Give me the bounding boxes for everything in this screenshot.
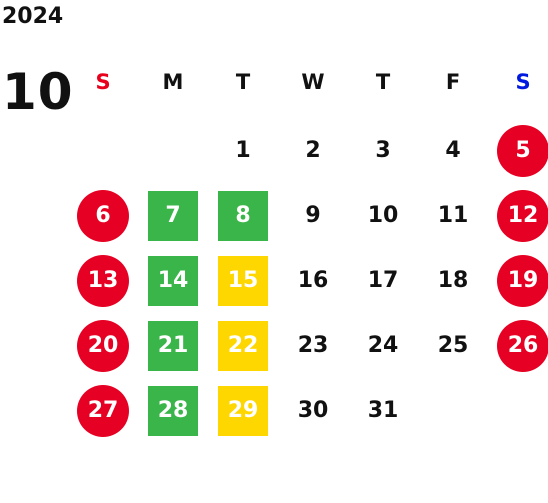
day-number: 25: [437, 332, 469, 358]
day-cell: 19: [488, 248, 548, 313]
day-number: 15: [218, 255, 268, 306]
day-cell: 7: [138, 183, 208, 248]
weekday-sun: S: [95, 70, 111, 94]
day-cell: 24: [348, 313, 418, 378]
calendar-year: 2024: [2, 4, 64, 29]
day-cell: 29: [208, 378, 278, 443]
day-cell: 11: [418, 183, 488, 248]
day-cell: 26: [488, 313, 548, 378]
weekday-sat: S: [515, 70, 531, 94]
day-number: 27: [77, 384, 129, 437]
day-number: 11: [437, 202, 469, 228]
day-number: 30: [297, 397, 329, 423]
weekday-wed: W: [301, 70, 325, 94]
weekday-tue: T: [235, 70, 251, 94]
day-number: 16: [297, 267, 329, 293]
day-number: 26: [497, 319, 548, 372]
day-cell: 27: [68, 378, 138, 443]
day-cell: 5: [488, 118, 548, 183]
calendar-month: 10: [2, 63, 74, 121]
day-number: 20: [77, 319, 129, 372]
day-number: 8: [218, 190, 268, 241]
day-cell: 25: [418, 313, 488, 378]
day-number: 1: [235, 137, 251, 163]
day-number: 13: [77, 254, 129, 307]
weekday-fri: F: [445, 70, 461, 94]
day-number: 22: [218, 320, 268, 371]
day-cell: 21: [138, 313, 208, 378]
day-cell: 6: [68, 183, 138, 248]
day-cell: 3: [348, 118, 418, 183]
day-cell: 12: [488, 183, 548, 248]
day-number: 12: [497, 189, 548, 242]
day-cell: 4: [418, 118, 488, 183]
day-number: 7: [148, 190, 198, 241]
day-cell: 28: [138, 378, 208, 443]
day-cell: 23: [278, 313, 348, 378]
day-cell: 18: [418, 248, 488, 313]
day-cell: 15: [208, 248, 278, 313]
day-cell: 10: [348, 183, 418, 248]
day-number: 9: [305, 202, 321, 228]
day-number: 3: [375, 137, 391, 163]
day-cell: 31: [348, 378, 418, 443]
day-cell: 8: [208, 183, 278, 248]
weekday-header-row: S M T W T F S: [68, 62, 548, 102]
day-cell: 2: [278, 118, 348, 183]
day-number: 21: [148, 320, 198, 371]
day-number: 2: [305, 137, 321, 163]
day-number: 5: [497, 124, 548, 177]
weekday-mon: M: [162, 70, 184, 94]
day-cell: 30: [278, 378, 348, 443]
day-number: 23: [297, 332, 329, 358]
day-cell: 20: [68, 313, 138, 378]
day-number: 10: [367, 202, 399, 228]
day-cell: 13: [68, 248, 138, 313]
day-number: 24: [367, 332, 399, 358]
day-cell: 16: [278, 248, 348, 313]
day-number: 28: [148, 385, 198, 436]
day-number: 29: [218, 385, 268, 436]
day-cell: 9: [278, 183, 348, 248]
day-cell: 22: [208, 313, 278, 378]
day-cell: 1: [208, 118, 278, 183]
day-number: 14: [148, 255, 198, 306]
day-cell: 14: [138, 248, 208, 313]
day-number: 19: [497, 254, 548, 307]
day-number: 6: [77, 189, 129, 242]
day-cell: 17: [348, 248, 418, 313]
day-number: 4: [445, 137, 461, 163]
day-number: 31: [367, 397, 399, 423]
day-number: 17: [367, 267, 399, 293]
day-number: 18: [437, 267, 469, 293]
weekday-thu: T: [375, 70, 391, 94]
